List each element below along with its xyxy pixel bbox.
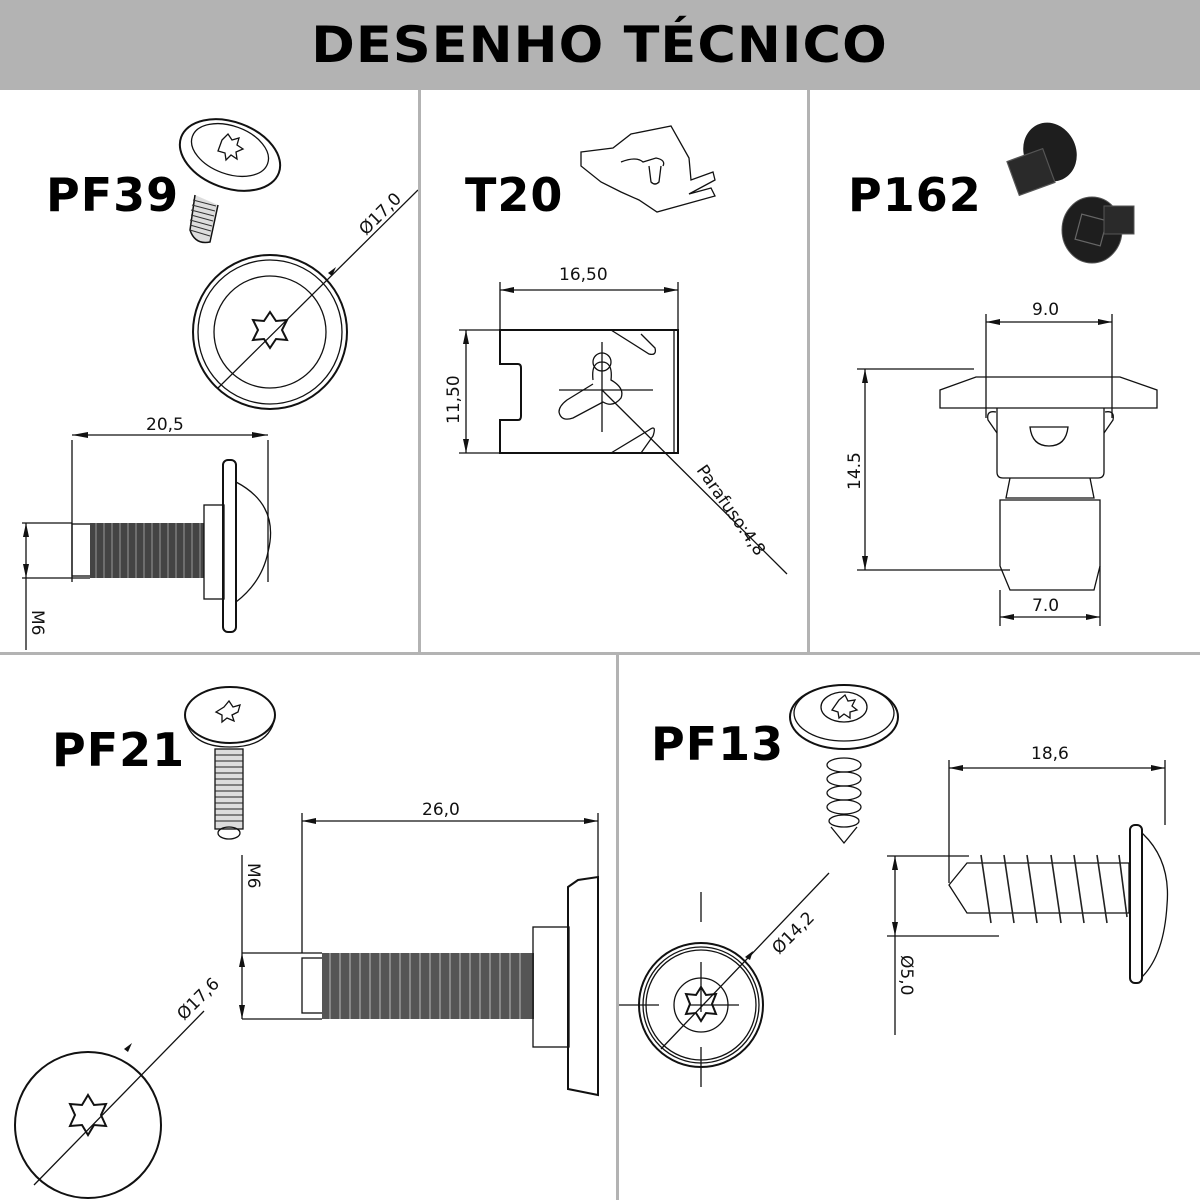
part-code-pf21: PF21: [52, 723, 186, 777]
pf21-drawing: 26,0 M6: [14, 686, 599, 1199]
p162-height: 14.5: [845, 452, 865, 490]
t20-width: 16,50: [559, 265, 608, 285]
divider-vertical-3: [616, 655, 619, 1200]
pf39-thread: M6: [27, 610, 47, 635]
pf39-top-view: Ø17,0: [192, 189, 418, 410]
pf21-length: 26,0: [422, 800, 460, 820]
t20-3d-icon: [580, 125, 716, 213]
panel-pf21: PF21 26,0: [0, 655, 616, 1200]
t20-drawing: 16,50 11,50 Parafuso:4,8: [444, 125, 788, 575]
p162-flange-width: 9.0: [1032, 300, 1059, 320]
divider-vertical-1: [418, 90, 421, 653]
panel-p162: P162 9.0 14.5: [810, 90, 1200, 652]
panel-pf13: PF13 18,6: [619, 655, 1200, 1200]
p162-front-view: 9.0 14.5 7.0: [845, 300, 1158, 626]
pf21-top-view: Ø17,6: [14, 974, 224, 1199]
pf39-length: 20,5: [146, 415, 184, 435]
divider-horizontal: [0, 652, 1200, 655]
pf13-head-diameter: Ø14,2: [768, 908, 818, 958]
part-code-p162: P162: [848, 168, 982, 222]
pf13-thread-diameter: Ø5,0: [896, 955, 916, 995]
pf21-3d-icon: [184, 686, 276, 840]
pf13-drawing: 18,6 Ø5,0: [619, 684, 1169, 1097]
t20-height: 11,50: [444, 375, 464, 424]
divider-vertical-2: [807, 90, 810, 653]
pf13-3d-icon: [789, 684, 899, 845]
p162-body-width: 7.0: [1032, 596, 1059, 616]
p162-drawing: 9.0 14.5 7.0: [845, 122, 1158, 626]
p162-3d-icon: [1006, 122, 1135, 264]
pf13-side-view: 18,6 Ø5,0: [887, 744, 1169, 1035]
part-code-pf39: PF39: [46, 168, 180, 222]
t20-front-view: 16,50 11,50 Parafuso:4,8: [444, 265, 788, 575]
part-code-pf13: PF13: [651, 717, 785, 771]
part-code-t20: T20: [465, 168, 564, 222]
t20-screw-note: Parafuso:4,8: [692, 461, 769, 559]
header-banner: DESENHO TÉCNICO: [0, 0, 1200, 90]
pf39-drawing: Ø17,0 20,5: [22, 118, 418, 650]
pf39-side-view: 20,5 M6: [22, 415, 272, 650]
panel-t20: T20 16,50 11,50: [421, 90, 807, 652]
pf39-3d-icon: [178, 118, 282, 244]
pf13-length: 18,6: [1031, 744, 1069, 764]
panel-pf39: PF39 Ø17,0: [0, 90, 418, 652]
pf39-head-diameter: Ø17,0: [355, 189, 405, 239]
pf21-side-view: 26,0 M6: [239, 800, 599, 1097]
pf21-thread: M6: [243, 863, 263, 888]
pf13-top-view: Ø14,2: [619, 872, 830, 1097]
page-title: DESENHO TÉCNICO: [311, 16, 889, 74]
